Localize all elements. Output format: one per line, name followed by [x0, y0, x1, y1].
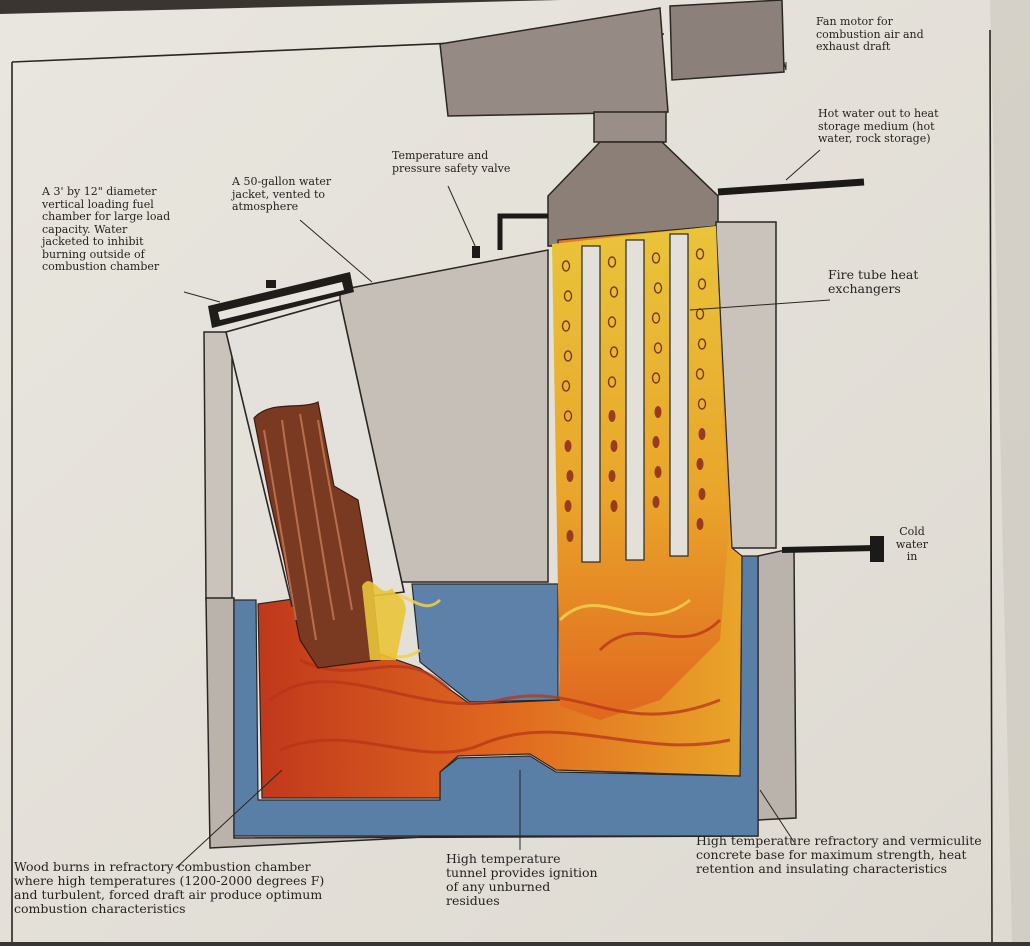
label-fan-motor: Fan motor for combustion air and exhaust… [816, 16, 966, 54]
fire-tube-exchangers [582, 234, 688, 562]
cold-water-pipe [782, 548, 876, 550]
label-refractory-base: High temperature refractory and vermicul… [696, 834, 1026, 876]
label-cold-water-in: Cold water in [892, 526, 932, 564]
label-fire-tubes: Fire tube heat exchangers [828, 268, 948, 296]
label-wood-burns: Wood burns in refractory combustion cham… [14, 860, 394, 916]
cold-water-valve [870, 536, 884, 562]
label-tunnel: High temperature tunnel provides ignitio… [446, 852, 626, 908]
label-water-jacket: A 50-gallon water jacket, vented to atmo… [232, 176, 362, 214]
label-loading-chamber: A 3' by 12" diameter vertical loading fu… [42, 186, 222, 274]
label-hot-water-out: Hot water out to heat storage medium (ho… [818, 108, 978, 146]
label-safety-valve: Temperature and pressure safety valve [392, 150, 552, 175]
